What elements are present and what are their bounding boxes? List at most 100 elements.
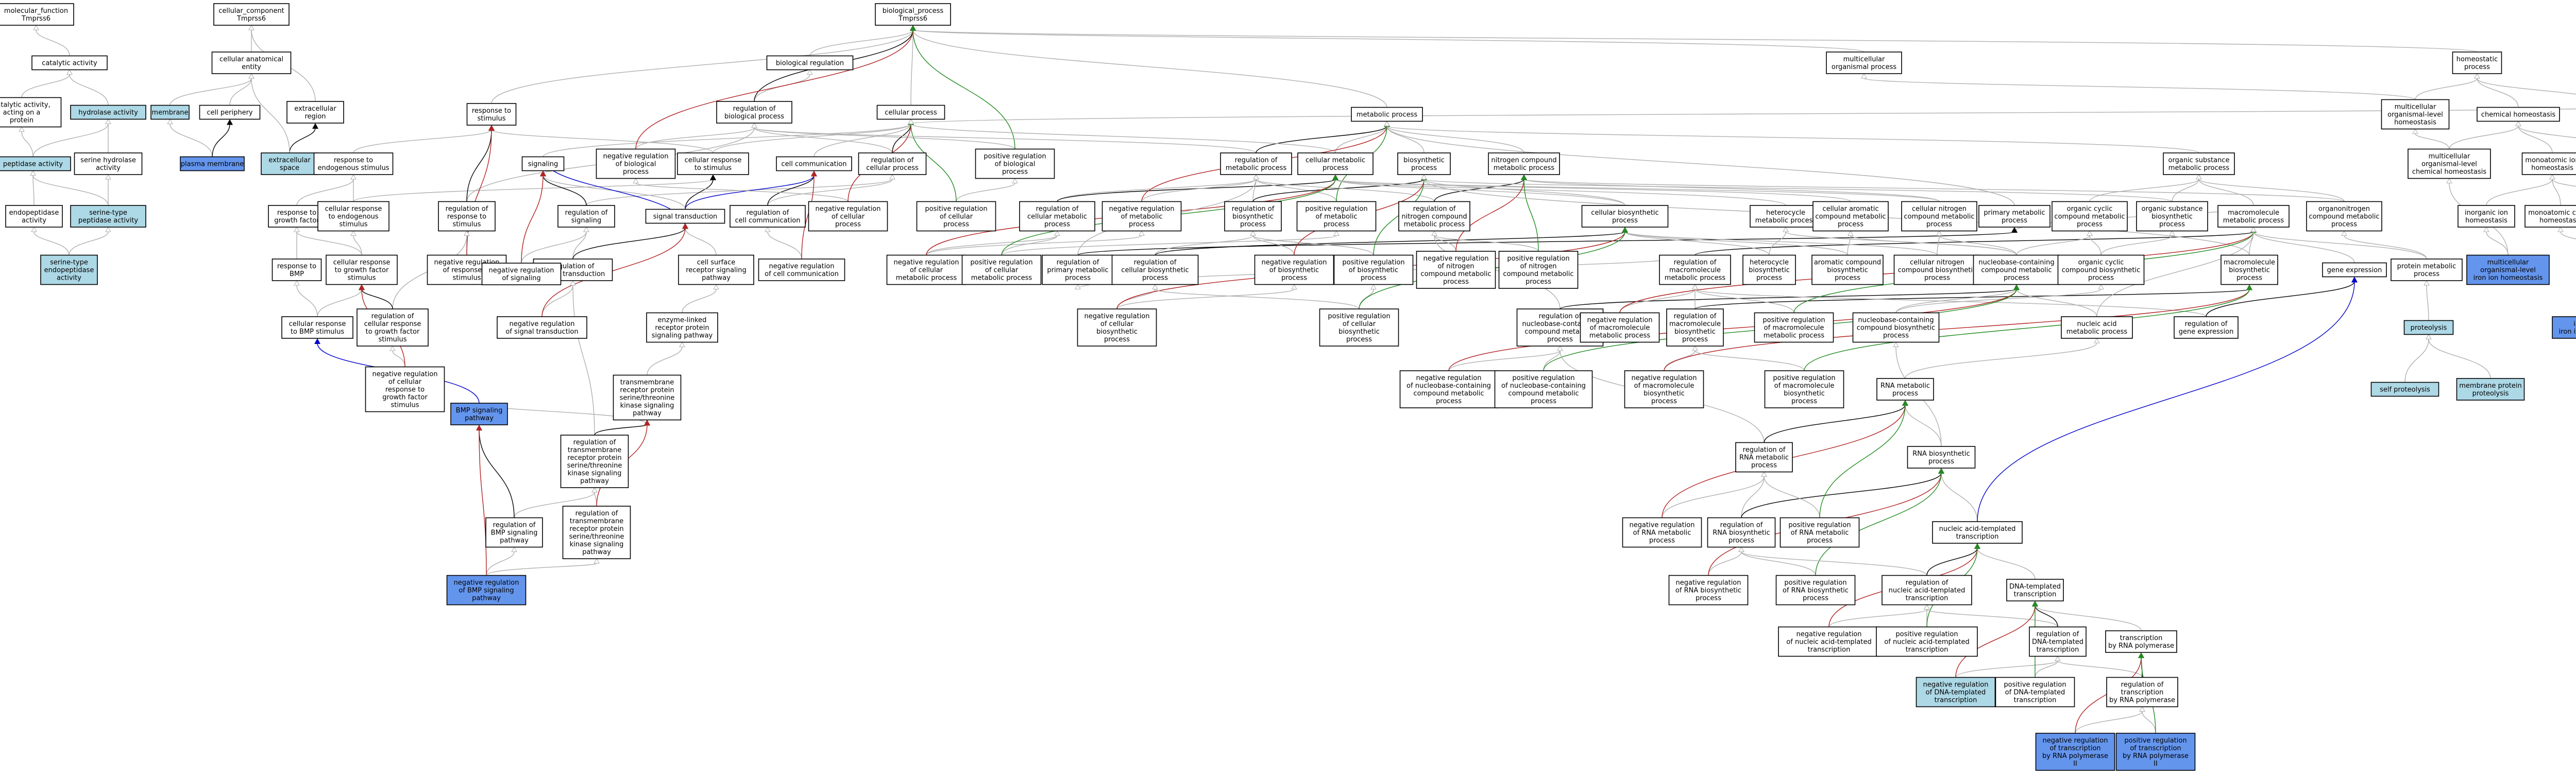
go-term-node-cell-communication[interactable]: cell communication xyxy=(776,156,852,171)
go-term-node-signaling[interactable]: signaling xyxy=(521,156,565,171)
go-term-node-cell-periphery[interactable]: cell periphery xyxy=(199,105,261,120)
go-term-node-signal-transduction[interactable]: signal transduction xyxy=(645,209,725,224)
go-term-node-peptidase-activity[interactable]: peptidase activity xyxy=(0,156,71,171)
go-term-node-metabolic-process[interactable]: metabolic process xyxy=(1351,107,1423,122)
go-term-node-monoatomic-cation-homeostasis[interactable]: monoatomic cationhomeostasis xyxy=(2524,205,2576,228)
go-term-node-biological-regulation[interactable]: biological regulation xyxy=(766,55,854,71)
go-term-node-proteolysis[interactable]: proteolysis xyxy=(2403,320,2454,335)
go-term-node-plasma-membrane[interactable]: plasma membrane xyxy=(180,156,245,171)
go-term-node-cellular-process[interactable]: cellular process xyxy=(876,105,945,120)
go-term-node-catalytic-activity[interactable]: catalytic activity xyxy=(31,55,108,71)
go-term-node-membrane[interactable]: membrane xyxy=(150,105,190,120)
go-term-node-regulation-of-macromolecule-biosynthetic-process[interactable]: regulation ofmacromoleculebiosyntheticpr… xyxy=(1666,308,1724,347)
go-term-node-intracellular-iron-ion-homeostasis[interactable]: intracellulariron ion homeostasis xyxy=(2552,316,2576,339)
go-term-node-self-proteolysis[interactable]: self proteolysis xyxy=(2370,382,2439,397)
